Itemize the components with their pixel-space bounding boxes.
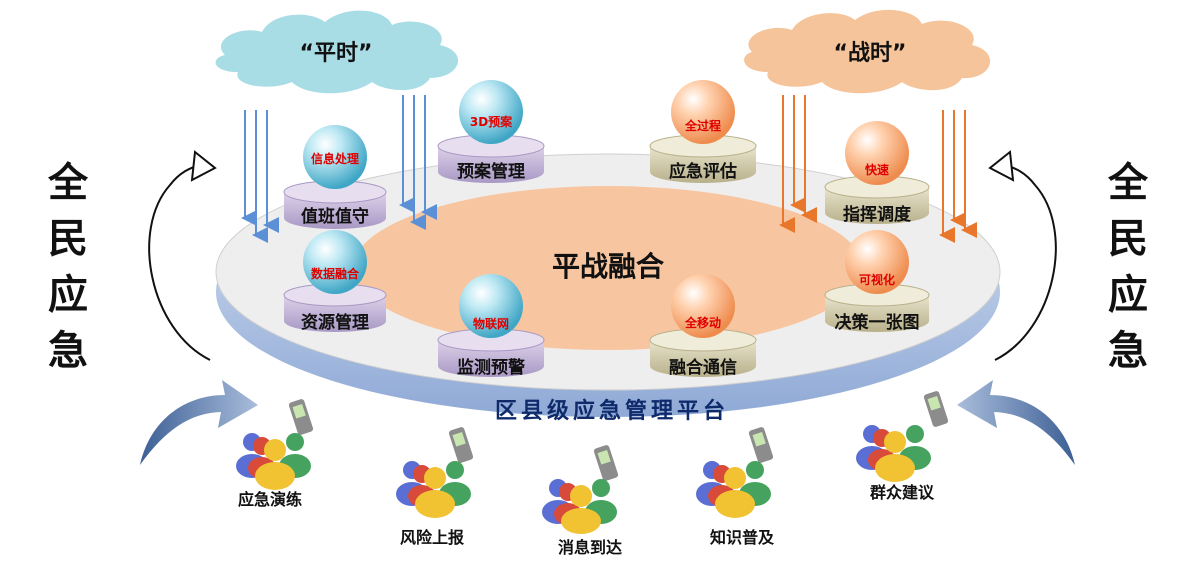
- people-label: 风险上报: [400, 528, 464, 547]
- right-side-text: 全 民 应 急: [1107, 160, 1149, 374]
- module-badge: 可视化: [859, 272, 895, 287]
- people-group-risk: 风险上报: [396, 427, 474, 547]
- left-side-char: 急: [48, 328, 88, 374]
- orb-blue-icon: [459, 80, 523, 144]
- module-label: 值班值守: [301, 206, 369, 227]
- people-icon: [542, 479, 617, 534]
- module-badge: 全过程: [684, 118, 721, 133]
- module-comm: 全移动 融合通信: [649, 274, 757, 378]
- module-command: 快速 指挥调度: [824, 121, 930, 225]
- module-duty: 信息处理 值班值守: [283, 125, 387, 229]
- people-label: 群众建议: [870, 483, 935, 502]
- bottom-right-swoosh: [957, 380, 1075, 465]
- module-badge: 3D预案: [470, 114, 513, 129]
- left-side-char: 全: [47, 160, 89, 206]
- left-cloud: “平时”: [215, 10, 459, 94]
- orange-arrows: [779, 95, 977, 243]
- module-assess: 全过程 应急评估: [649, 80, 757, 183]
- module-monitor: 物联网 监测预警: [437, 274, 545, 378]
- people-group-suggestion: 群众建议: [856, 391, 949, 502]
- module-badge: 全移动: [684, 315, 721, 330]
- people-icon: [856, 425, 931, 482]
- module-label: 决策一张图: [835, 312, 920, 333]
- module-resource: 数据融合 资源管理: [283, 230, 387, 333]
- module-decision: 可视化 决策一张图: [824, 230, 930, 333]
- right-curve-arrow: [988, 150, 1057, 361]
- module-badge: 数据融合: [311, 266, 360, 281]
- orb-orange-icon: [845, 230, 909, 294]
- module-label: 应急评估: [669, 161, 737, 182]
- module-plan: 3D预案 预案管理: [437, 80, 545, 183]
- right-cloud-label: “战时”: [834, 41, 907, 66]
- blue-arrows: [241, 95, 437, 243]
- module-badge: 信息处理: [311, 151, 359, 166]
- people-icon: [236, 433, 311, 490]
- right-cloud: “战时”: [744, 9, 991, 94]
- orb-orange-icon: [671, 274, 735, 338]
- right-side-char: 民: [1108, 216, 1148, 262]
- module-badge: 快速: [865, 162, 889, 177]
- platform-label: 区县级应急管理平台: [495, 398, 729, 424]
- orb-orange-icon: [845, 121, 909, 185]
- people-group-message: 消息到达: [542, 445, 622, 557]
- people-group-knowledge: 知识普及: [696, 427, 775, 547]
- people-icon: [396, 461, 471, 518]
- module-badge: 物联网: [473, 316, 509, 331]
- left-side-char: 民: [48, 216, 88, 262]
- phone-icon: [748, 427, 774, 463]
- module-label: 监测预警: [457, 357, 525, 378]
- phone-icon: [448, 427, 474, 463]
- left-curve-arrow: [148, 150, 217, 361]
- module-label: 资源管理: [301, 312, 369, 333]
- people-label: 消息到达: [558, 538, 622, 557]
- phone-icon: [593, 445, 619, 481]
- module-label: 融合通信: [669, 357, 737, 378]
- right-side-char: 急: [1108, 328, 1148, 374]
- orb-blue-icon: [459, 274, 523, 338]
- left-side-text: 全 民 应 急: [47, 160, 89, 374]
- people-label: 知识普及: [710, 528, 775, 547]
- people-group-drill: 应急演练: [236, 399, 314, 509]
- phone-icon: [923, 391, 949, 427]
- module-label: 预案管理: [457, 161, 525, 182]
- center-label: 平战融合: [552, 250, 665, 283]
- bottom-left-swoosh: [140, 380, 258, 465]
- module-label: 指挥调度: [843, 204, 912, 225]
- phone-icon: [288, 399, 314, 435]
- orb-orange-icon: [671, 80, 735, 144]
- left-side-char: 应: [48, 272, 88, 318]
- right-side-char: 应: [1108, 272, 1148, 318]
- people-icon: [696, 461, 771, 518]
- right-side-char: 全: [1107, 160, 1149, 206]
- people-label: 应急演练: [238, 490, 302, 509]
- orb-blue-icon: [303, 230, 367, 294]
- left-cloud-label: “平时”: [300, 41, 373, 66]
- orb-blue-icon: [303, 125, 367, 189]
